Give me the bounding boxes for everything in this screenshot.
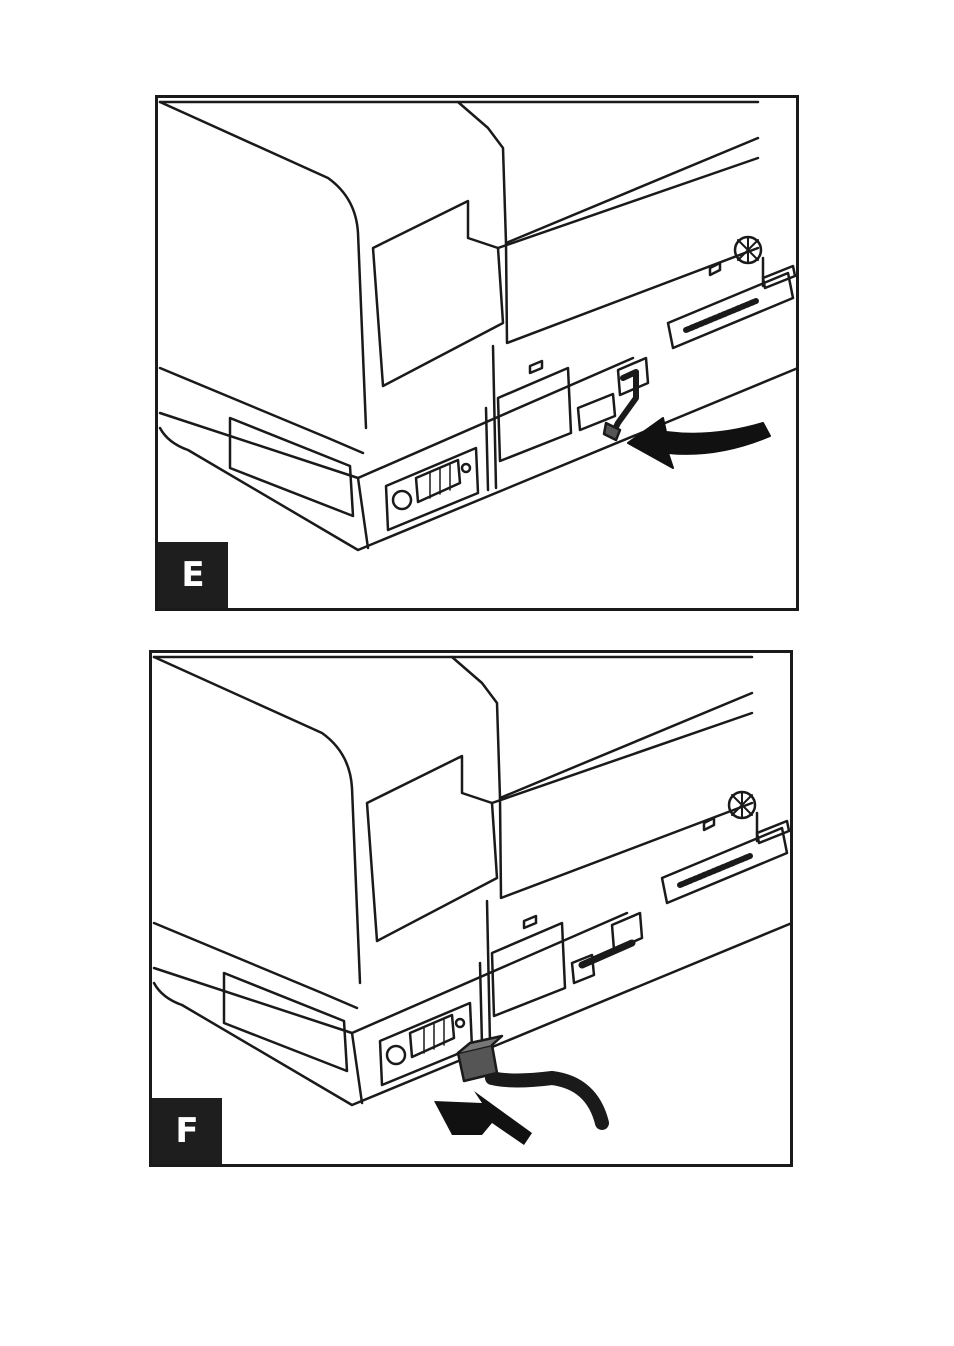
push-arrow-icon xyxy=(152,653,790,1164)
panel-label-e: E xyxy=(158,542,228,608)
curved-arrow-icon xyxy=(158,98,796,608)
diagram-panel-e: E xyxy=(155,95,799,611)
diagram-panel-f: F xyxy=(149,650,793,1167)
panel-label-f: F xyxy=(152,1098,222,1164)
